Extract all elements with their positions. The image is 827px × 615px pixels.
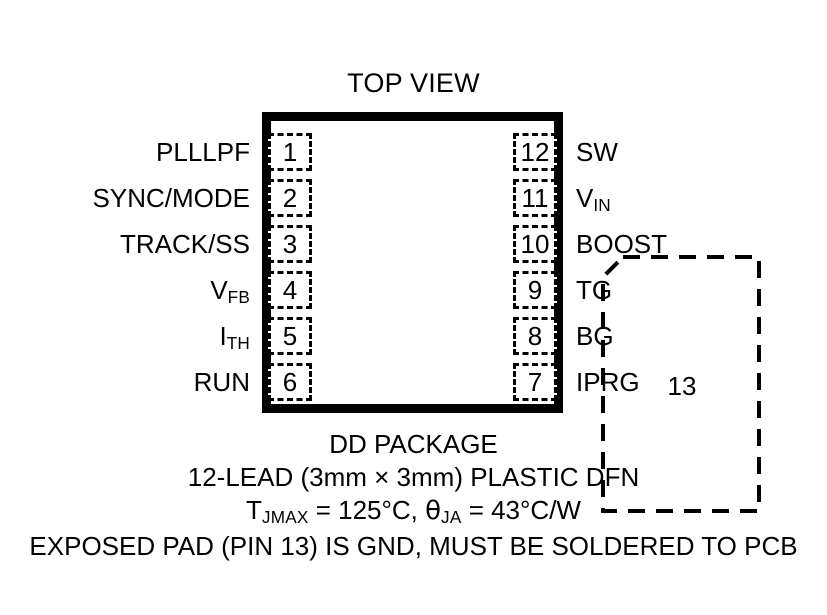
pin-label-vfb: VFB bbox=[210, 275, 250, 307]
pin-pad-11[interactable]: 11 bbox=[513, 179, 557, 217]
pin-label-sync-mode: SYNC/MODE bbox=[93, 185, 250, 211]
pin-label-iprg: IPRG bbox=[576, 369, 640, 395]
pin-label-boost-text: BOOST bbox=[576, 229, 668, 259]
exposed-pad-outline bbox=[601, 255, 761, 513]
exposed-pad-number: 13 bbox=[667, 371, 697, 401]
pin-pad-6[interactable]: 6 bbox=[268, 363, 312, 401]
pin-label-sw: SW bbox=[576, 139, 618, 165]
pin-label-vfb-text: V bbox=[210, 275, 228, 305]
caption-thermal-spec: TJMAX = 125°C, θJA = 43°C/W bbox=[0, 494, 827, 530]
pin-label-vin-text: V bbox=[576, 183, 594, 213]
pin-label-plllpf: PLLLPF bbox=[156, 139, 250, 165]
pin-label-plllpf-text: PLLLPF bbox=[156, 137, 250, 167]
theta-ja-subscript: JA bbox=[441, 506, 462, 527]
tjmax-symbol: T bbox=[246, 495, 262, 525]
caption-package-name: DD PACKAGE bbox=[329, 429, 498, 459]
pin-pad-9[interactable]: 9 bbox=[513, 271, 557, 309]
pin-label-ith: ITH bbox=[219, 321, 250, 353]
pin-pad-10[interactable]: 10 bbox=[513, 225, 557, 263]
pin-pad-2[interactable]: 2 bbox=[268, 179, 312, 217]
pin-pad-1[interactable]: 1 bbox=[268, 133, 312, 171]
pin-label-bg-text: BG bbox=[576, 321, 614, 351]
pin-pad-4[interactable]: 4 bbox=[268, 271, 312, 309]
package-caption: DD PACKAGE 12-LEAD (3mm × 3mm) PLASTIC D… bbox=[0, 428, 827, 563]
pin-label-vfb-subscript: FB bbox=[227, 286, 250, 307]
pin-pad-7[interactable]: 7 bbox=[513, 363, 557, 401]
pin-label-tg-text: TG bbox=[576, 275, 613, 305]
pin-label-vin-subscript: IN bbox=[593, 194, 611, 215]
theta-ja-value: = 43°C/W bbox=[461, 495, 581, 525]
pin-label-track-ss: TRACK/SS bbox=[120, 231, 250, 257]
pin-label-track-ss-text: TRACK/SS bbox=[119, 229, 250, 259]
theta-ja-symbol: θ bbox=[425, 496, 442, 526]
pin-label-vin: VIN bbox=[576, 183, 611, 215]
pin-label-sync-mode-text: SYNC/MODE bbox=[92, 183, 250, 213]
caption-exposed-pad-note: EXPOSED PAD (PIN 13) IS GND, MUST BE SOL… bbox=[29, 531, 798, 561]
pin-label-bg: BG bbox=[576, 323, 614, 349]
pin-label-run: RUN bbox=[194, 369, 250, 395]
tjmax-value: = 125°C, bbox=[308, 495, 426, 525]
pin-label-run-text: RUN bbox=[193, 367, 250, 397]
pin-label-tg: TG bbox=[576, 277, 612, 303]
package-body-outline: 13 1 2 3 4 5 6 12 11 10 9 8 7 bbox=[262, 112, 761, 513]
page-title: TOP VIEW bbox=[347, 68, 480, 98]
tjmax-subscript: JMAX bbox=[261, 506, 309, 527]
pin-pad-5[interactable]: 5 bbox=[268, 317, 312, 355]
pin-label-iprg-text: IPRG bbox=[576, 367, 640, 397]
pin-pad-12[interactable]: 12 bbox=[513, 133, 557, 171]
pin-pad-8[interactable]: 8 bbox=[513, 317, 557, 355]
pin-label-boost: BOOST bbox=[576, 231, 667, 257]
pin-label-ith-subscript: TH bbox=[226, 332, 250, 353]
pin-label-ith-text: I bbox=[219, 321, 227, 351]
caption-package-spec: 12-LEAD (3mm × 3mm) PLASTIC DFN bbox=[187, 462, 640, 492]
pin-label-sw-text: SW bbox=[576, 137, 618, 167]
pin-pad-3[interactable]: 3 bbox=[268, 225, 312, 263]
